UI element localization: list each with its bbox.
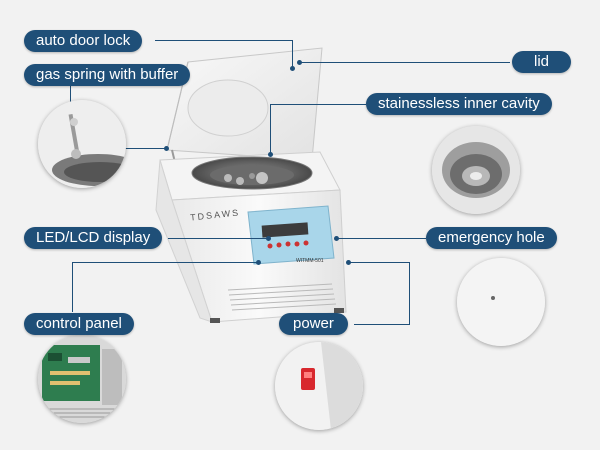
label-lid: lid <box>512 51 572 73</box>
detail-control-panel <box>38 335 126 423</box>
detail-emergency-hole <box>457 258 545 346</box>
body-top <box>159 151 341 201</box>
label-emergency-hole: emergency hole <box>426 227 557 249</box>
detail-gas-spring <box>38 100 126 188</box>
label-display: LED/LCD display <box>24 227 163 249</box>
detail-power-switch <box>275 342 363 430</box>
body-front <box>155 159 347 323</box>
label-gas-spring: gas spring with buffer <box>24 64 191 86</box>
label-inner-cavity: stainessless inner cavity <box>366 93 552 115</box>
label-auto-door-lock: auto door lock <box>24 30 143 52</box>
label-control-panel: control panel <box>24 313 134 335</box>
detail-inner-cavity <box>432 126 520 214</box>
label-power: power <box>279 313 348 335</box>
model-plate: WITMM-501 <box>296 258 324 264</box>
lid-part <box>166 47 323 161</box>
